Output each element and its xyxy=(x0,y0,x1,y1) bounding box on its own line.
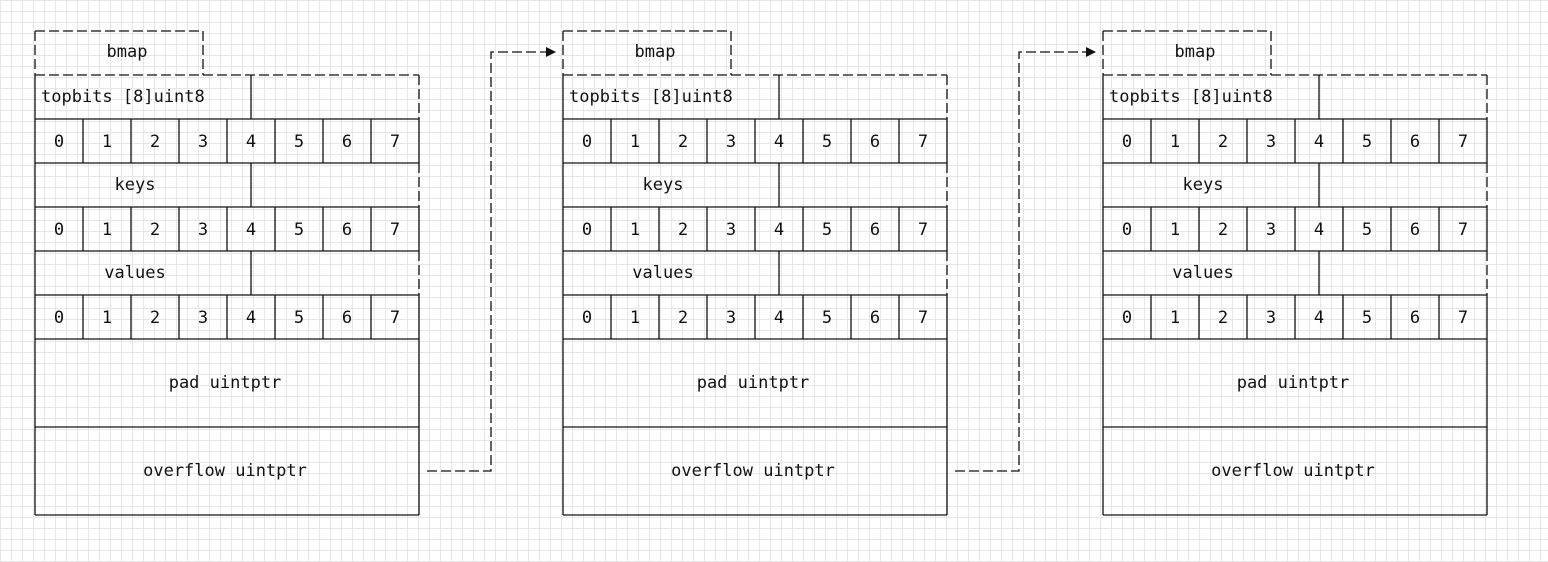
value-slot-5: 5 xyxy=(1362,308,1372,328)
key-slot-1: 1 xyxy=(102,220,112,240)
buckets-layer: bmap topbits [8]uint8 keys values pad uintpt… xyxy=(34,30,1488,516)
topbits-slot-2: 2 xyxy=(150,132,160,152)
key-slot-3: 3 xyxy=(726,220,736,240)
topbits-slot-7: 7 xyxy=(390,132,400,152)
topbits-slot-4: 4 xyxy=(246,132,256,152)
value-slot-0: 0 xyxy=(54,308,64,328)
topbits-slot-1: 1 xyxy=(630,132,640,152)
values-label: values xyxy=(632,263,693,283)
keys-label: keys xyxy=(1183,175,1224,195)
topbits-slot-0: 0 xyxy=(1122,132,1132,152)
topbits-slot-4: 4 xyxy=(774,132,784,152)
value-slot-2: 2 xyxy=(1218,308,1228,328)
overflow-link-arrow-1 xyxy=(955,47,1096,472)
key-slot-6: 6 xyxy=(870,220,880,240)
value-slot-3: 3 xyxy=(198,308,208,328)
bmap-label: bmap xyxy=(1175,42,1216,62)
overflow-link-arrow-0 xyxy=(427,47,556,472)
value-slot-1: 1 xyxy=(1170,308,1180,328)
key-slot-7: 7 xyxy=(918,220,928,240)
keys-label: keys xyxy=(643,175,684,195)
topbits-label: topbits [8]uint8 xyxy=(41,87,205,107)
key-slot-3: 3 xyxy=(1266,220,1276,240)
value-slot-1: 1 xyxy=(630,308,640,328)
keys-label: keys xyxy=(115,175,156,195)
value-slot-0: 0 xyxy=(582,308,592,328)
key-slot-0: 0 xyxy=(582,220,592,240)
topbits-slot-4: 4 xyxy=(1314,132,1324,152)
key-slot-6: 6 xyxy=(342,220,352,240)
value-slot-5: 5 xyxy=(294,308,304,328)
value-slot-7: 7 xyxy=(1458,308,1468,328)
key-slot-2: 2 xyxy=(678,220,688,240)
value-slot-6: 6 xyxy=(342,308,352,328)
value-slot-6: 6 xyxy=(1410,308,1420,328)
topbits-label: topbits [8]uint8 xyxy=(1109,87,1273,107)
value-slot-5: 5 xyxy=(822,308,832,328)
key-slot-7: 7 xyxy=(390,220,400,240)
value-slot-0: 0 xyxy=(1122,308,1132,328)
key-slot-1: 1 xyxy=(630,220,640,240)
key-slot-6: 6 xyxy=(1410,220,1420,240)
topbits-slot-0: 0 xyxy=(582,132,592,152)
key-slot-0: 0 xyxy=(54,220,64,240)
values-label: values xyxy=(1172,263,1233,283)
value-slot-3: 3 xyxy=(726,308,736,328)
topbits-slot-5: 5 xyxy=(1362,132,1372,152)
key-slot-5: 5 xyxy=(294,220,304,240)
bucket-1: bmap topbits [8]uint8 keys values pad uintpt… xyxy=(562,30,948,516)
key-slot-1: 1 xyxy=(1170,220,1180,240)
key-slot-4: 4 xyxy=(246,220,256,240)
value-slot-6: 6 xyxy=(870,308,880,328)
topbits-slot-7: 7 xyxy=(1458,132,1468,152)
topbits-slot-6: 6 xyxy=(1410,132,1420,152)
value-slot-1: 1 xyxy=(102,308,112,328)
key-slot-4: 4 xyxy=(1314,220,1324,240)
topbits-slot-3: 3 xyxy=(198,132,208,152)
value-slot-4: 4 xyxy=(246,308,256,328)
overflow-label: overflow uintptr xyxy=(671,461,835,481)
topbits-slot-6: 6 xyxy=(342,132,352,152)
topbits-slot-5: 5 xyxy=(822,132,832,152)
topbits-slot-1: 1 xyxy=(1170,132,1180,152)
topbits-slot-0: 0 xyxy=(54,132,64,152)
links-layer xyxy=(427,47,1096,472)
topbits-slot-3: 3 xyxy=(1266,132,1276,152)
pad-label: pad uintptr xyxy=(1237,373,1350,393)
bmap-label: bmap xyxy=(635,42,676,62)
value-slot-4: 4 xyxy=(774,308,784,328)
key-slot-7: 7 xyxy=(1458,220,1468,240)
topbits-slot-7: 7 xyxy=(918,132,928,152)
topbits-slot-2: 2 xyxy=(1218,132,1228,152)
key-slot-2: 2 xyxy=(150,220,160,240)
topbits-slot-2: 2 xyxy=(678,132,688,152)
values-label: values xyxy=(104,263,165,283)
value-slot-7: 7 xyxy=(918,308,928,328)
key-slot-3: 3 xyxy=(198,220,208,240)
bucket-2: bmap topbits [8]uint8 keys values pad uintpt… xyxy=(1102,30,1488,516)
pad-label: pad uintptr xyxy=(697,373,810,393)
key-slot-0: 0 xyxy=(1122,220,1132,240)
bmap-label: bmap xyxy=(107,42,148,62)
topbits-slot-6: 6 xyxy=(870,132,880,152)
topbits-slot-3: 3 xyxy=(726,132,736,152)
key-slot-5: 5 xyxy=(1362,220,1372,240)
key-slot-5: 5 xyxy=(822,220,832,240)
topbits-slot-5: 5 xyxy=(294,132,304,152)
key-slot-2: 2 xyxy=(1218,220,1228,240)
topbits-label: topbits [8]uint8 xyxy=(569,87,733,107)
overflow-label: overflow uintptr xyxy=(143,461,307,481)
value-slot-4: 4 xyxy=(1314,308,1324,328)
value-slot-3: 3 xyxy=(1266,308,1276,328)
key-slot-4: 4 xyxy=(774,220,784,240)
topbits-slot-1: 1 xyxy=(102,132,112,152)
overflow-label: overflow uintptr xyxy=(1211,461,1375,481)
bucket-0: bmap topbits [8]uint8 keys values pad uintpt… xyxy=(34,30,420,516)
pad-label: pad uintptr xyxy=(169,373,282,393)
value-slot-2: 2 xyxy=(678,308,688,328)
value-slot-2: 2 xyxy=(150,308,160,328)
value-slot-7: 7 xyxy=(390,308,400,328)
